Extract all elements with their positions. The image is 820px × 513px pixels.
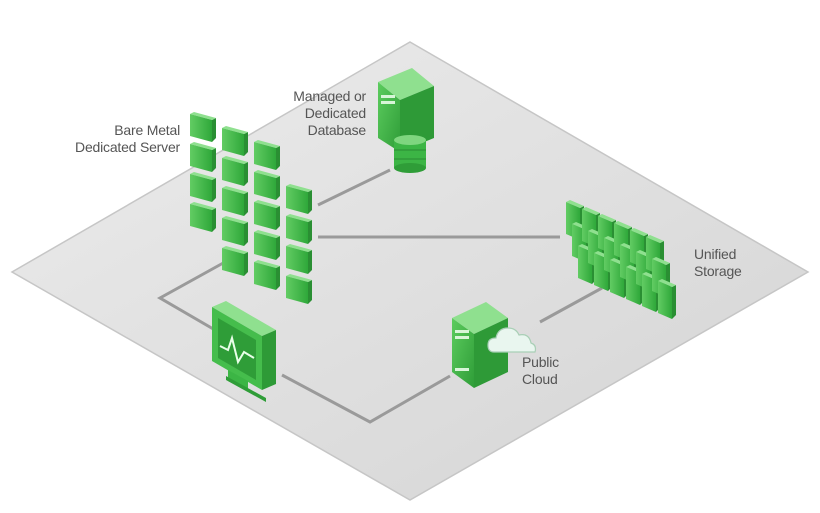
database-cylinder-icon	[394, 135, 426, 173]
server-blade	[254, 140, 280, 170]
monitoring-display-icon	[212, 301, 276, 402]
connector-cloud-storage	[539, 286, 603, 324]
connector-baremetal-monitor	[156, 260, 226, 332]
connector-monitor-cloud	[281, 373, 451, 424]
server-blade	[222, 246, 248, 276]
connector-baremetal-database	[317, 168, 391, 207]
server-blade	[190, 112, 216, 142]
cloud-server-icon	[452, 302, 537, 388]
label-bare-metal: Bare Metal Dedicated Server	[75, 122, 180, 155]
server-blade	[254, 230, 280, 260]
server-blade	[254, 200, 280, 230]
storage-array-icon	[566, 200, 676, 319]
server-blade	[254, 170, 280, 200]
database-server-icon	[378, 68, 434, 173]
label-cloud: Public Cloud	[522, 354, 559, 387]
server-blade	[222, 186, 248, 216]
server-blade	[222, 126, 248, 156]
server-blade	[254, 260, 280, 290]
storage-blade	[658, 279, 676, 319]
server-blade-grid-icon	[190, 112, 312, 304]
label-database: Managed or Dedicated Database	[293, 88, 366, 138]
label-storage: Unified Storage	[694, 246, 742, 279]
server-blade	[190, 142, 216, 172]
server-blade	[190, 172, 216, 202]
server-blade	[222, 156, 248, 186]
cloud-icon	[487, 327, 537, 353]
server-blade	[222, 216, 248, 246]
platform	[10, 41, 810, 501]
server-blade	[190, 202, 216, 232]
server-blade	[286, 184, 312, 214]
server-blade	[286, 214, 312, 244]
connectors	[156, 168, 603, 424]
server-blade	[286, 274, 312, 304]
server-blade	[286, 244, 312, 274]
